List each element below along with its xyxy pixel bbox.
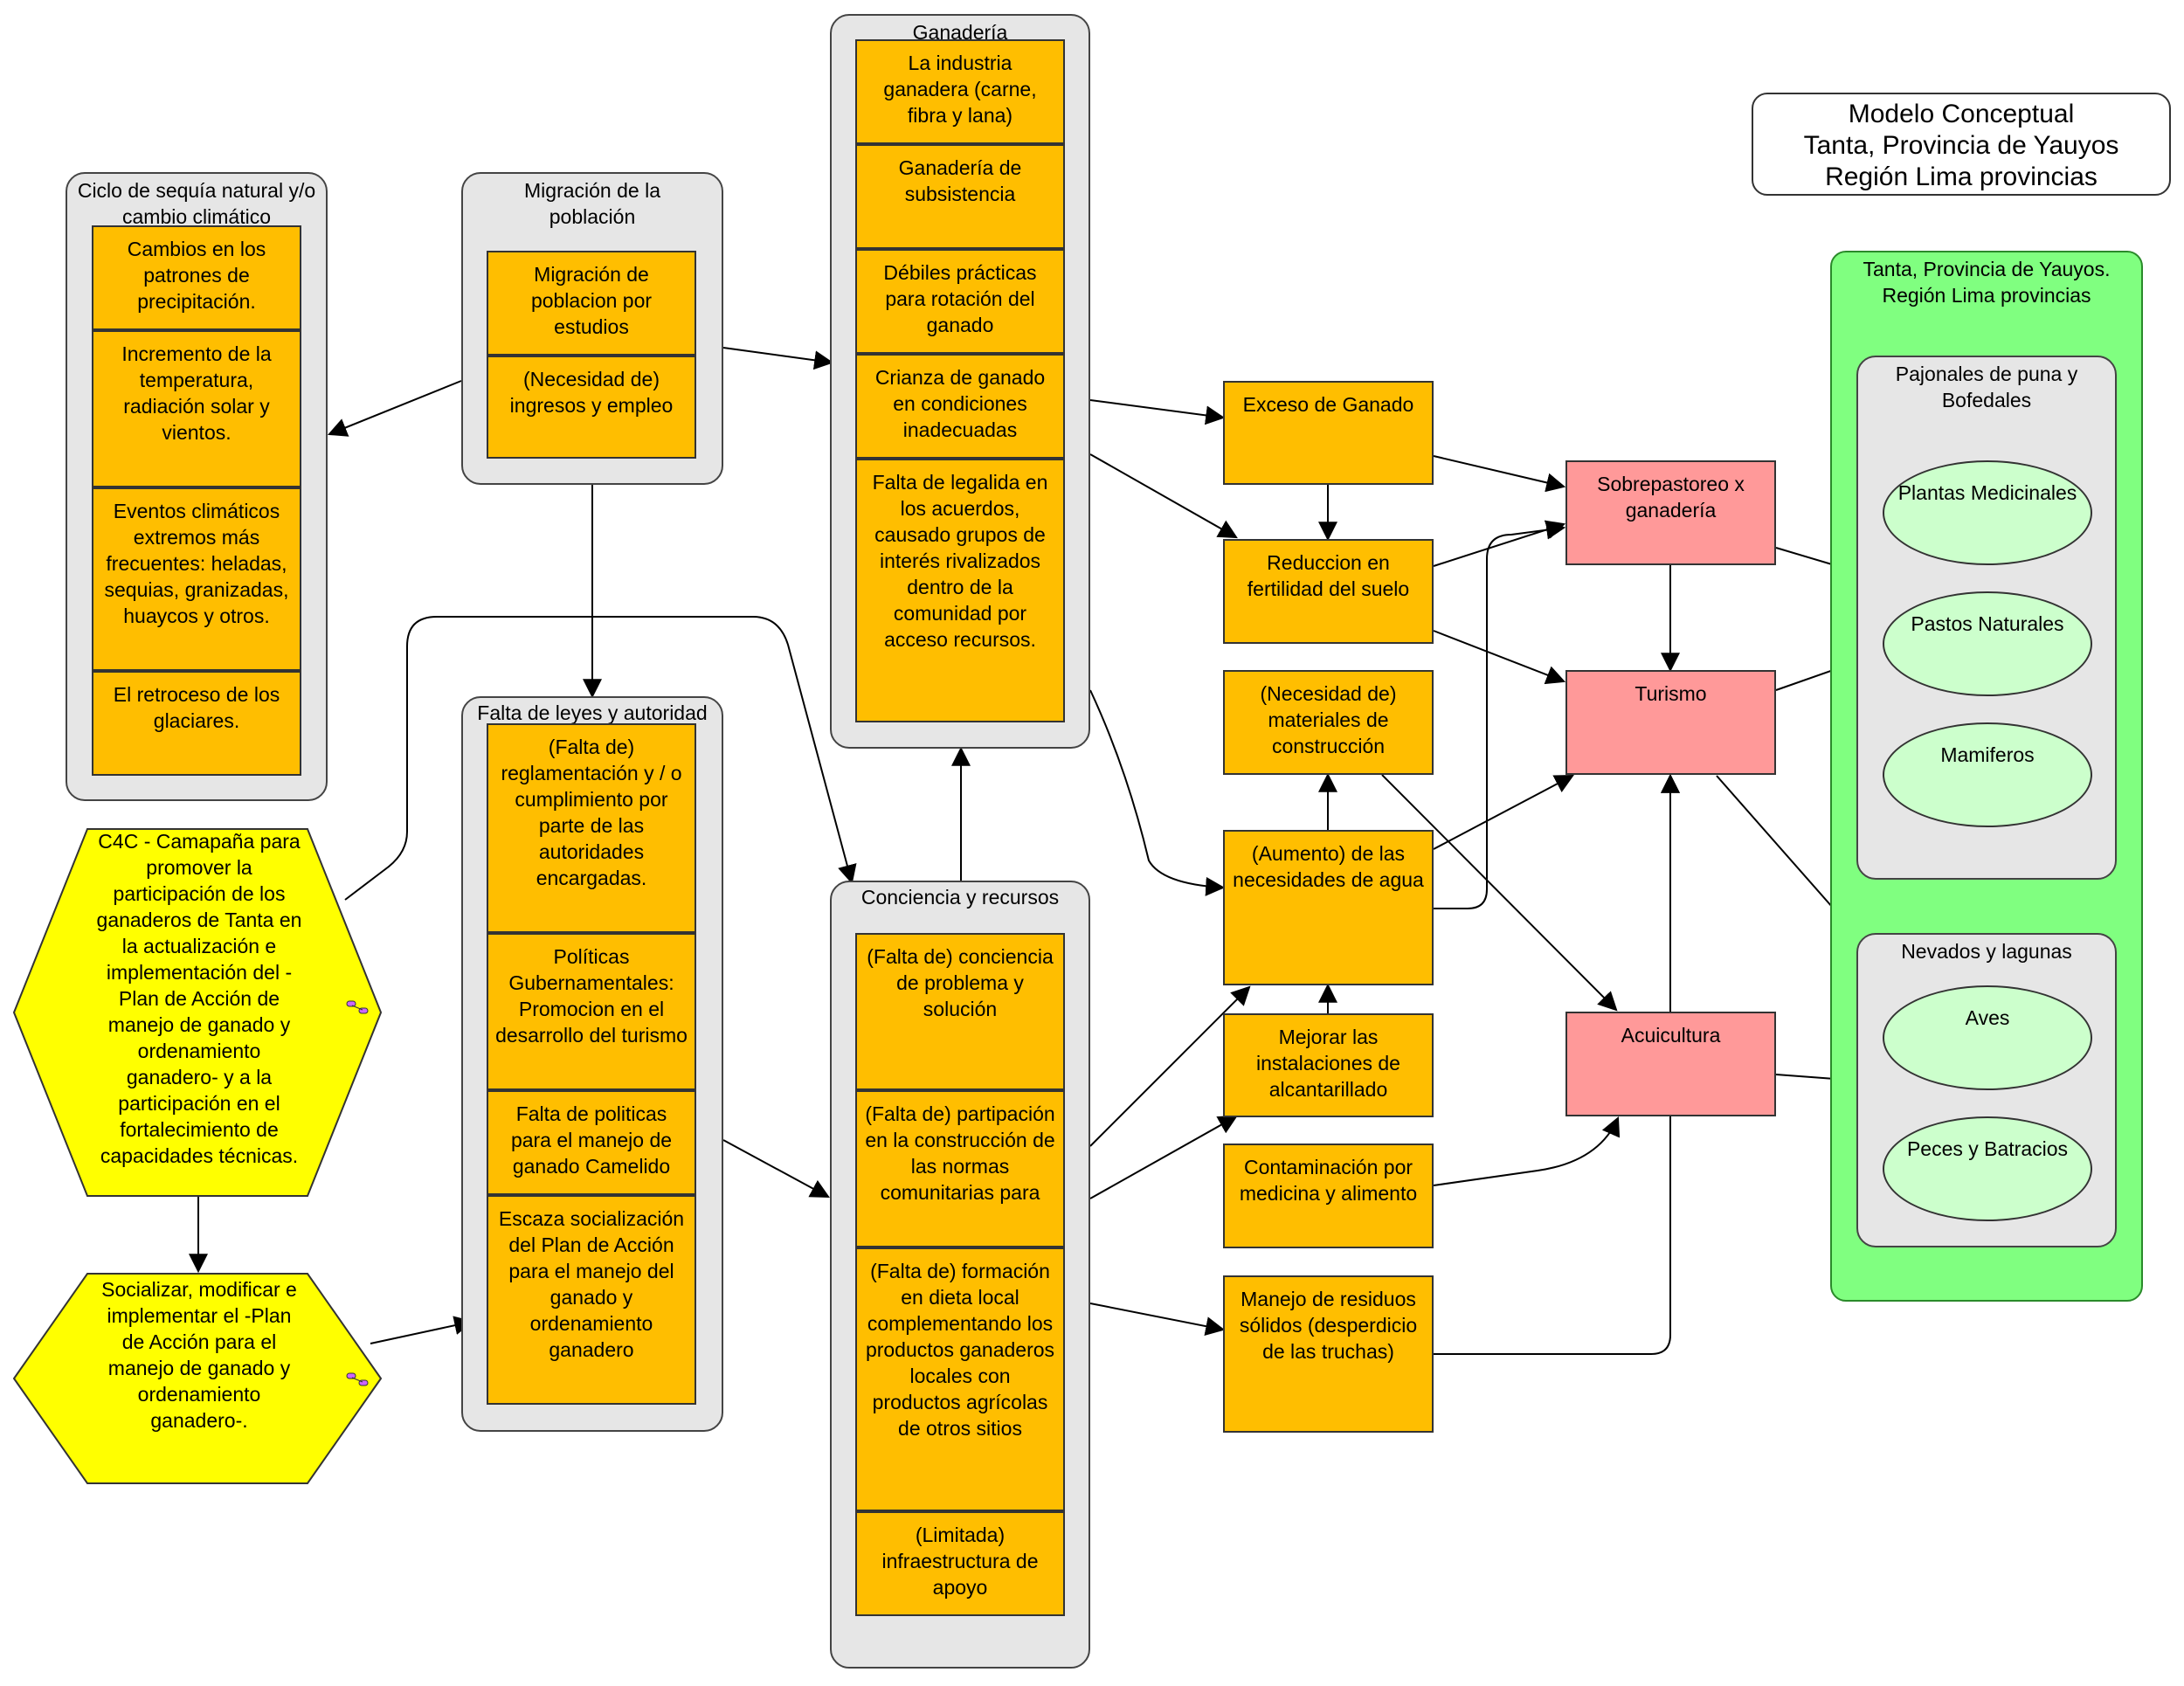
- arrow-agua-to-sobrepastoreo: [1434, 520, 1566, 909]
- arrow-exceso-to-sobrepastoreo: [1433, 455, 1566, 493]
- factor-falta-legalidad: Falta de legalida en los acuerdos, causa…: [855, 459, 1065, 722]
- factor-reduccion-fertilidad: Reduccion en fertilidad del suelo: [1223, 539, 1434, 644]
- strategy-c4c-label: C4C - Camapaña para promover la particip…: [96, 830, 302, 1167]
- factor-falta-reglamentacion: (Falta de) reglamentación y / o cumplimi…: [487, 723, 696, 933]
- factor-industria-ganadera: La industria ganadera (carne, fibra y la…: [855, 39, 1065, 144]
- factor-escaza-socializacion: Escaza socialización del Plan de Acción …: [487, 1195, 696, 1405]
- group-conciencia-recursos-title: Conciencia y recursos: [860, 886, 1060, 909]
- factor-crianza-inadecuada: Crianza de ganado en condiciones inadecu…: [855, 354, 1065, 459]
- strategy-socializar-shape: [13, 1273, 382, 1484]
- factor-manejo-residuos: Manejo de residuos sólidos (desperdicio …: [1223, 1275, 1434, 1433]
- arrow-migracion-to-ciclo: [327, 380, 462, 437]
- factor-eventos-climaticos: Eventos climáticos extremos más frecuent…: [92, 487, 301, 671]
- group-migracion-title: Migración de la población: [524, 179, 660, 228]
- factor-rotacion-ganado: Débiles prácticas para rotación del gana…: [855, 249, 1065, 354]
- factor-falta-formacion-dieta: (Falta de) formación en dieta local comp…: [855, 1247, 1065, 1511]
- target-pajonales-bofedales-title: Pajonales de puna y Bofedales: [1895, 363, 2078, 411]
- model-title-line3: Región Lima provincias: [1825, 162, 2098, 191]
- factor-materiales-construccion: (Necesidad de) materiales de construcció…: [1223, 670, 1434, 775]
- factor-incremento-temperatura: Incremento de la temperatura, radiación …: [92, 330, 301, 487]
- arrow-conciencia-to-alcantarillado: [1089, 1115, 1238, 1199]
- arrow-ganaderia-to-exceso: [1089, 399, 1226, 425]
- arrow-reduccion-to-turismo: [1433, 630, 1566, 685]
- strategy-socializar-plan: Socializar, modificar e implementar el -…: [13, 1273, 382, 1484]
- group-falta-leyes-title: Falta de leyes y autoridad: [477, 701, 708, 724]
- arrow-reduccion-to-sobrepastoreo: [1433, 520, 1566, 567]
- arrow-agua-to-turismo: [1433, 774, 1574, 850]
- factor-ingresos-empleo: (Necesidad de) ingresos y empleo: [487, 356, 696, 459]
- factor-cambios-precipitacion: Cambios en los patrones de precipitación…: [92, 225, 301, 330]
- arrow-conciencia-to-residuos: [1089, 1303, 1226, 1336]
- factor-infraestructura-apoyo: (Limitada) infraestructura de apoyo: [855, 1511, 1065, 1616]
- factor-falta-conciencia: (Falta de) conciencia de problema y solu…: [855, 933, 1065, 1090]
- arrow-socializar-to-leyes: [370, 1316, 474, 1344]
- target-nevados-lagunas-title: Nevados y lagunas: [1901, 940, 2072, 963]
- target-tanta-yauyos-title: Tanta, Provincia de Yauyos. Región Lima …: [1863, 258, 2111, 307]
- strategy-link-icon: [346, 1372, 369, 1386]
- target-aves: Aves: [1883, 985, 2092, 1090]
- target-plantas-medicinales: Plantas Medicinales: [1883, 460, 2092, 565]
- factor-ganaderia-subsistencia: Ganadería de subsistencia: [855, 144, 1065, 249]
- strategy-socializar-label: Socializar, modificar e implementar el -…: [101, 1278, 297, 1432]
- target-peces-batracios: Peces y Batracios: [1883, 1116, 2092, 1221]
- arrow-contaminacion-to-acuicultura: [1433, 1116, 1621, 1186]
- arrow-migracion-to-ganaderia: [722, 347, 834, 370]
- factor-politicas-camelido: Falta de politicas para el manejo de gan…: [487, 1090, 696, 1195]
- model-title-line1: Modelo Conceptual: [1848, 100, 2075, 128]
- factor-retroceso-glaciares: El retroceso de los glaciares.: [92, 671, 301, 776]
- target-pastos-naturales: Pastos Naturales: [1883, 591, 2092, 696]
- strategy-c4c-campana: C4C - Camapaña para promover la particip…: [13, 828, 382, 1197]
- factor-politicas-turismo: Políticas Gubernamentales: Promocion en …: [487, 933, 696, 1090]
- model-title: Modelo Conceptual Tanta, Provincia de Ya…: [1752, 93, 2171, 196]
- factor-falta-participacion: (Falta de) partipación en la construcció…: [855, 1090, 1065, 1247]
- strategy-link-icon: [346, 1000, 369, 1014]
- strategy-c4c-shape: [13, 828, 382, 1197]
- target-mamiferos: Mamiferos: [1883, 722, 2092, 827]
- arrow-leyes-to-conciencia: [722, 1139, 830, 1199]
- factor-necesidades-agua: (Aumento) de las necesidades de agua: [1223, 830, 1434, 985]
- threat-sobrepastoreo: Sobrepastoreo x ganadería: [1565, 460, 1776, 565]
- factor-exceso-ganado: Exceso de Ganado: [1223, 381, 1434, 485]
- arrow-ganaderia-to-reduccion: [1089, 453, 1238, 539]
- factor-migracion-estudios: Migración de poblacion por estudios: [487, 251, 696, 356]
- threat-turismo: Turismo: [1565, 670, 1776, 775]
- factor-instalaciones-alcantarillado: Mejorar las instalaciones de alcantarill…: [1223, 1013, 1434, 1117]
- group-ciclo-sequia-title: Ciclo de sequía natural y/o cambio climá…: [77, 179, 316, 228]
- factor-contaminacion-medicina: Contaminación por medicina y alimento: [1223, 1144, 1434, 1248]
- model-title-line2: Tanta, Provincia de Yauyos: [1803, 131, 2119, 160]
- arrow-ganaderia-to-agua: [1089, 689, 1226, 896]
- threat-acuicultura: Acuicultura: [1565, 1012, 1776, 1116]
